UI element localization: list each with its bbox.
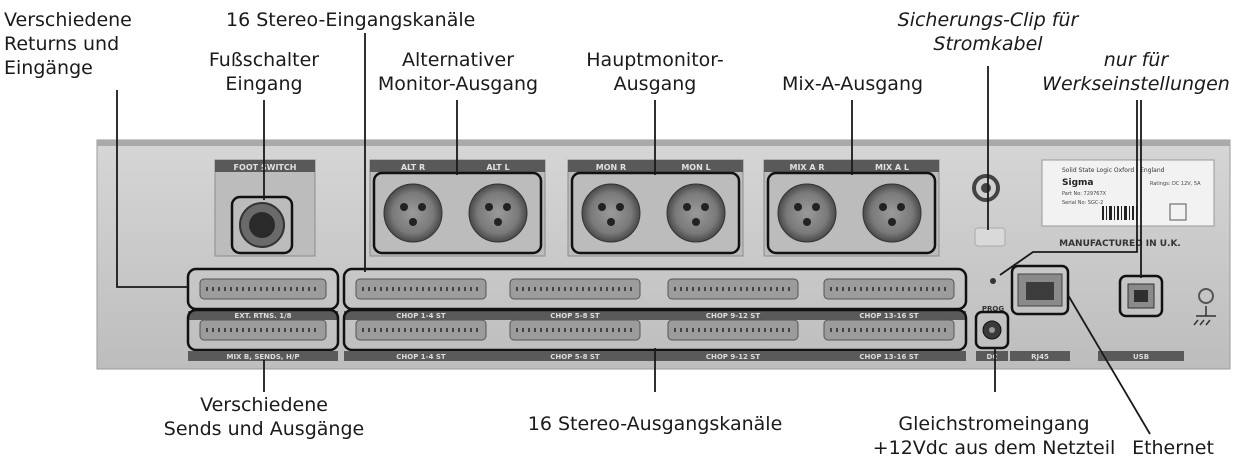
dsub-row-top: EXT. RTNS. 1/8 CHOP 1-4 ST CHOP 5-8 ST C… xyxy=(186,267,968,320)
callout-dc-in: Gleichstromeingang +12Vdc aus dem Netzte… xyxy=(852,412,1136,460)
callout-misc-returns: Verschiedene Returns und Eingänge xyxy=(4,8,132,80)
callout-misc-returns-line3: Eingänge xyxy=(4,57,93,79)
chop-top-3: CHOP 9-12 ST xyxy=(706,312,761,320)
mix-a-r-label: MIX A R xyxy=(789,163,824,172)
mix-b-sends-label: MIX B, SENDS, H/P xyxy=(226,353,299,361)
callout-footswitch: Fußschalter Eingang xyxy=(158,48,370,96)
ground-icon xyxy=(1193,306,1216,326)
callout-stereo-out-text: 16 Stereo-Ausgangskanäle xyxy=(527,413,783,435)
chop-top-2: CHOP 5-8 ST xyxy=(550,312,600,320)
callout-alt-monitor: Alternativer Monitor-Ausgang xyxy=(352,48,564,96)
chop-top-4: CHOP 13-16 ST xyxy=(859,312,918,320)
sticker-model: Sigma xyxy=(1062,178,1093,188)
callout-stereo-in-text: 16 Stereo-Eingangskanäle xyxy=(226,9,476,31)
fuse-clip xyxy=(974,227,1006,247)
chop-bottom-4: CHOP 13-16 ST xyxy=(859,353,918,361)
sticker-part: Part No: 729767X xyxy=(1062,191,1107,197)
dc-label: DC xyxy=(987,353,998,361)
callout-alt-monitor-line1: Alternativer xyxy=(401,49,515,71)
rj45-label: RJ45 xyxy=(1031,353,1049,361)
callout-fuse-clip-line1: Sicherungs-Clip für xyxy=(897,9,1079,31)
sticker-brand: Solid State Logic Oxford - England xyxy=(1062,167,1165,174)
callout-dc-in-line2: +12Vdc aus dem Netzteil xyxy=(872,437,1116,459)
ext-rtns-label: EXT. RTNS. 1/8 xyxy=(234,312,291,320)
alt-l-label: ALT L xyxy=(486,163,509,172)
callout-misc-sends-line1: Verschiedene xyxy=(200,394,328,416)
callout-fuse-clip: Sicherungs-Clip für Stromkabel xyxy=(880,8,1096,56)
callout-factory-only-line1: nur für xyxy=(1103,49,1169,71)
callout-misc-returns-line2: Returns und xyxy=(4,33,120,55)
prog-label: PROG xyxy=(982,305,1004,313)
sticker-serial: Serial No: SGC-2 xyxy=(1062,200,1103,206)
callout-ethernet-text: Ethernet xyxy=(1132,437,1214,459)
chop-bottom-1: CHOP 1-4 ST xyxy=(396,353,446,361)
callout-misc-returns-line1: Verschiedene xyxy=(4,9,132,31)
callout-misc-sends-line2: Sends und Ausgänge xyxy=(163,418,365,440)
callout-factory-only-line2: Werkseinstellungen xyxy=(1042,73,1230,95)
mix-a-l-label: MIX A L xyxy=(875,163,909,172)
callout-dc-in-line1: Gleichstromeingang xyxy=(898,413,1090,435)
chop-bottom-2: CHOP 5-8 ST xyxy=(550,353,600,361)
right-port-cluster: PROG DC RJ45 USB xyxy=(974,264,1216,361)
callout-factory-only: nur für Werkseinstellungen xyxy=(1038,48,1234,96)
callout-footswitch-line1: Fußschalter xyxy=(208,49,320,71)
alt-r-label: ALT R xyxy=(401,163,425,172)
mon-l-label: MON L xyxy=(681,163,710,172)
callout-main-monitor-line2: Ausgang xyxy=(613,73,697,95)
sticker-rating: Ratings: DC 12V, 5A xyxy=(1150,181,1201,187)
callout-mix-a-text: Mix-A-Ausgang xyxy=(781,73,924,95)
callout-misc-sends: Verschiedene Sends und Ausgänge xyxy=(144,393,384,441)
callout-stereo-in: 16 Stereo-Eingangskanäle xyxy=(226,8,475,32)
callout-footswitch-line2: Eingang xyxy=(225,73,303,95)
mix-a-xlr-group: MIX A R MIX A L xyxy=(763,159,940,257)
callout-stereo-out: 16 Stereo-Ausgangskanäle xyxy=(520,412,790,436)
callout-alt-monitor-line2: Monitor-Ausgang xyxy=(377,73,539,95)
manufactured-label: MANUFACTURED IN U.K. xyxy=(1059,239,1181,249)
callout-mix-a: Mix-A-Ausgang xyxy=(755,72,950,96)
callout-main-monitor: Hauptmonitor- Ausgang xyxy=(555,48,755,96)
callout-ethernet: Ethernet xyxy=(1118,436,1228,460)
main-monitor-xlr-group: MON R MON L xyxy=(567,159,744,257)
chop-top-1: CHOP 1-4 ST xyxy=(396,312,446,320)
foot-switch-panel: FOOT SWITCH xyxy=(214,159,316,257)
mon-r-label: MON R xyxy=(596,163,626,172)
callout-fuse-clip-line2: Stromkabel xyxy=(933,33,1043,55)
chop-bottom-3: CHOP 9-12 ST xyxy=(706,353,761,361)
usb-label: USB xyxy=(1133,353,1149,361)
callout-lines xyxy=(116,33,1151,435)
foot-switch-label: FOOT SWITCH xyxy=(234,163,297,172)
serial-sticker: Solid State Logic Oxford - England Sigma… xyxy=(1041,159,1215,227)
callout-main-monitor-line1: Hauptmonitor- xyxy=(586,49,724,71)
